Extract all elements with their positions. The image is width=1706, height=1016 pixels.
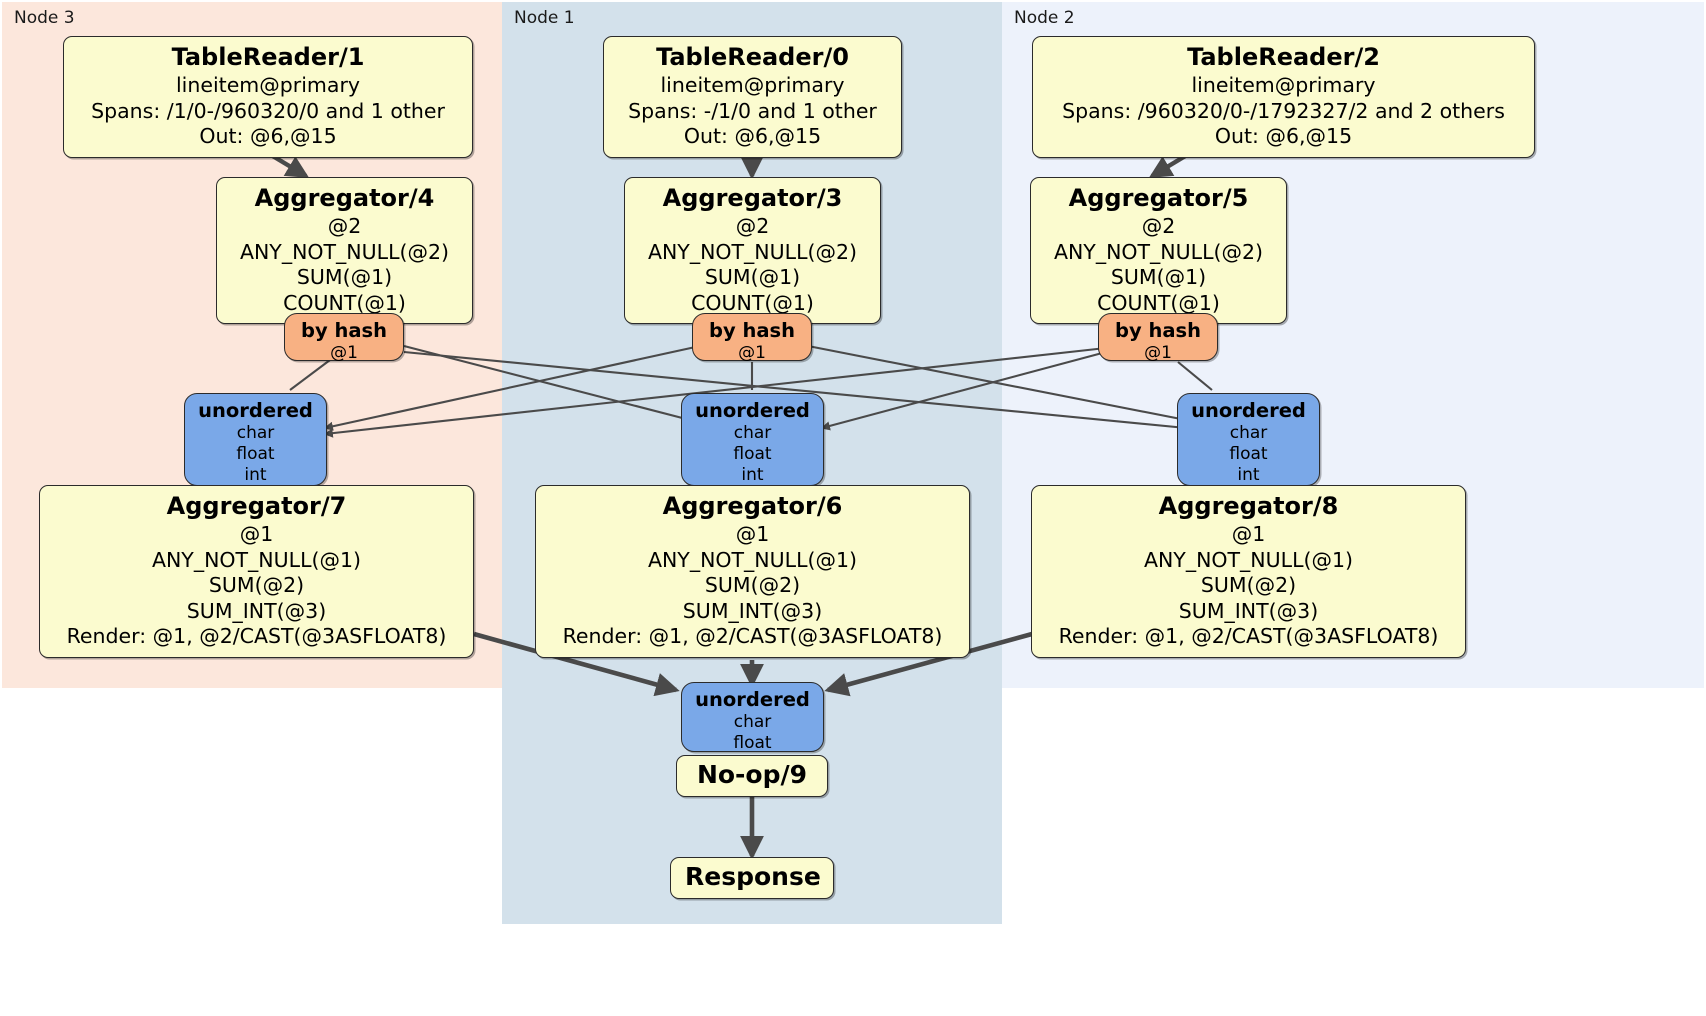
- processor-detail-spans: Spans: -/1/0 and 1 other: [628, 98, 877, 123]
- processor-detail-spans: Spans: /960320/0-/1792327/2 and 2 others: [1062, 98, 1505, 123]
- processor-detail-groupby: @1: [239, 522, 274, 546]
- processor-noop-9[interactable]: No-op/9: [676, 755, 828, 797]
- processor-detail-agg-2: COUNT(@1): [283, 290, 406, 315]
- processor-detail-agg-2: COUNT(@1): [691, 290, 814, 315]
- processor-aggregator-6[interactable]: Aggregator/6 @1 ANY_NOT_NULL(@1) SUM(@2)…: [535, 485, 970, 658]
- node-group-label-node-1: Node 1: [514, 8, 575, 28]
- router-title: by hash: [301, 319, 387, 342]
- processor-detail-groupby: @2: [735, 214, 770, 238]
- router-type-2: int: [741, 465, 764, 485]
- router-type-0: char: [1229, 423, 1268, 443]
- router-type-0: char: [733, 712, 772, 732]
- router-by-hash-left[interactable]: by hash @1: [284, 313, 404, 363]
- processor-title: TableReader/1: [171, 43, 365, 71]
- router-type-0: char: [236, 423, 275, 443]
- processor-detail-table: lineitem@primary: [1191, 73, 1376, 97]
- processor-detail-render: Render: @1, @2/CAST(@3ASFLOAT8): [562, 624, 943, 648]
- processor-detail-table: lineitem@primary: [175, 73, 361, 97]
- node-group-label-node-2: Node 2: [1014, 8, 1075, 28]
- processor-tablereader-2[interactable]: TableReader/2 lineitem@primary Spans: /9…: [1032, 36, 1535, 158]
- processor-detail-agg-2: SUM_INT(@3): [1178, 598, 1319, 623]
- processor-detail-spans: Spans: /1/0-/960320/0 and 1 other: [91, 98, 445, 123]
- processor-detail-agg-0: ANY_NOT_NULL(@2): [647, 239, 858, 264]
- router-type-0: char: [733, 423, 772, 443]
- processor-detail-render: Render: @1, @2/CAST(@3ASFLOAT8): [66, 624, 447, 648]
- processor-detail-agg-2: COUNT(@1): [1097, 290, 1220, 315]
- router-by-hash-center[interactable]: by hash @1: [692, 313, 812, 363]
- processor-title: Aggregator/7: [166, 492, 347, 520]
- processor-detail-agg-0: ANY_NOT_NULL(@1): [1143, 547, 1354, 572]
- node-group-label-node-3: Node 3: [14, 8, 75, 28]
- router-title: unordered: [695, 688, 810, 711]
- processor-aggregator-5[interactable]: Aggregator/5 @2 ANY_NOT_NULL(@2) SUM(@1)…: [1030, 177, 1287, 324]
- processor-detail-agg-0: ANY_NOT_NULL(@2): [239, 239, 450, 264]
- router-title: by hash: [709, 319, 795, 342]
- processor-detail-agg-1: SUM(@1): [296, 265, 393, 289]
- processor-title: Aggregator/8: [1158, 492, 1339, 520]
- processor-aggregator-3[interactable]: Aggregator/3 @2 ANY_NOT_NULL(@2) SUM(@1)…: [624, 177, 881, 324]
- processor-title: Response: [685, 862, 821, 891]
- processor-title: Aggregator/3: [662, 184, 843, 212]
- processor-title: No-op/9: [696, 760, 808, 789]
- router-type-2: int: [244, 465, 267, 485]
- processor-title: Aggregator/6: [662, 492, 843, 520]
- router-by-hash-right[interactable]: by hash @1: [1098, 313, 1218, 363]
- processor-detail-groupby: @2: [1141, 214, 1176, 238]
- router-title: unordered: [1191, 399, 1306, 422]
- router-title: by hash: [1115, 319, 1201, 342]
- processor-response[interactable]: Response: [670, 857, 834, 899]
- router-column: @1: [1144, 343, 1172, 363]
- processor-detail-groupby: @1: [1231, 522, 1266, 546]
- processor-detail-agg-2: SUM_INT(@3): [682, 598, 823, 623]
- router-unordered-left[interactable]: unordered char float int: [184, 393, 327, 486]
- router-column: @1: [330, 343, 358, 363]
- processor-detail-groupby: @2: [327, 214, 362, 238]
- router-type-2: int: [1237, 465, 1260, 485]
- processor-aggregator-7[interactable]: Aggregator/7 @1 ANY_NOT_NULL(@1) SUM(@2)…: [39, 485, 474, 658]
- processor-title: TableReader/0: [656, 43, 849, 71]
- processor-detail-out: Out: @6,@15: [1214, 124, 1353, 148]
- router-type-1: float: [236, 444, 275, 464]
- router-column: @1: [738, 343, 766, 363]
- processor-tablereader-0[interactable]: TableReader/0 lineitem@primary Spans: -/…: [603, 36, 902, 158]
- router-unordered-right[interactable]: unordered char float int: [1177, 393, 1320, 486]
- router-title: unordered: [198, 399, 313, 422]
- processor-detail-agg-1: SUM(@2): [208, 573, 305, 597]
- processor-aggregator-8[interactable]: Aggregator/8 @1 ANY_NOT_NULL(@1) SUM(@2)…: [1031, 485, 1466, 658]
- processor-title: Aggregator/5: [1068, 184, 1249, 212]
- processor-detail-agg-2: SUM_INT(@3): [186, 598, 327, 623]
- processor-title: Aggregator/4: [254, 184, 435, 212]
- processor-detail-out: Out: @6,@15: [683, 124, 822, 148]
- router-title: unordered: [695, 399, 810, 422]
- processor-detail-table: lineitem@primary: [660, 73, 845, 97]
- processor-aggregator-4[interactable]: Aggregator/4 @2 ANY_NOT_NULL(@2) SUM(@1)…: [216, 177, 473, 324]
- router-type-1: float: [733, 733, 772, 753]
- processor-detail-agg-0: ANY_NOT_NULL(@2): [1053, 239, 1264, 264]
- router-type-1: float: [733, 444, 772, 464]
- processor-tablereader-1[interactable]: TableReader/1 lineitem@primary Spans: /1…: [63, 36, 473, 158]
- processor-detail-render: Render: @1, @2/CAST(@3ASFLOAT8): [1058, 624, 1439, 648]
- processor-detail-agg-0: ANY_NOT_NULL(@1): [647, 547, 858, 572]
- router-unordered-center[interactable]: unordered char float int: [681, 393, 824, 486]
- processor-title: TableReader/2: [1187, 43, 1380, 71]
- processor-detail-agg-1: SUM(@2): [1200, 573, 1297, 597]
- processor-detail-agg-1: SUM(@1): [1110, 265, 1207, 289]
- router-type-1: float: [1229, 444, 1268, 464]
- processor-detail-agg-1: SUM(@1): [704, 265, 801, 289]
- processor-detail-agg-1: SUM(@2): [704, 573, 801, 597]
- processor-detail-out: Out: @6,@15: [199, 124, 337, 148]
- processor-detail-agg-0: ANY_NOT_NULL(@1): [151, 547, 362, 572]
- router-unordered-final[interactable]: unordered char float: [681, 682, 824, 753]
- processor-detail-groupby: @1: [735, 522, 770, 546]
